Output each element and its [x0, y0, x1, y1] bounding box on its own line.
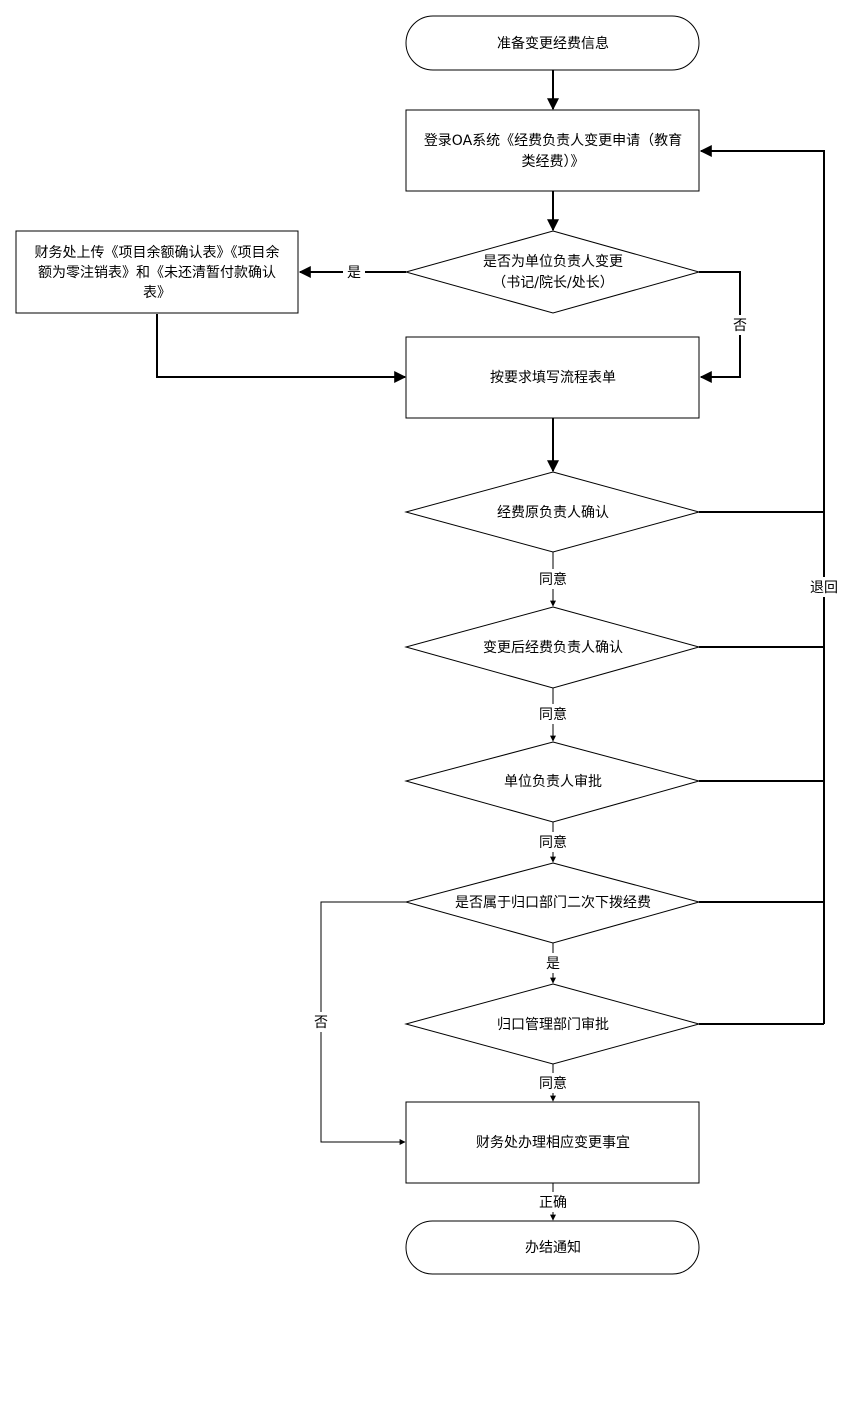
start-node: 准备变更经费信息 — [405, 15, 700, 71]
edge-label-agree-3: 同意 — [539, 834, 567, 851]
decision-unit-leader-change-label-1: 是否为单位负责人变更 — [483, 254, 623, 270]
fill-form-step: 按要求填写流程表单 — [405, 336, 700, 419]
edge-q-secondary-no-finance — [320, 901, 406, 1145]
edge-label-yes-dept: 是 — [546, 956, 560, 972]
decision-unit-leader-approve: 单位负责人审批 — [404, 741, 701, 823]
finance-handle-step-label: 财务处办理相应变更事宜 — [476, 1134, 630, 1151]
edge-label-no-fill: 否 — [733, 318, 747, 334]
finance-upload-step: 财务处上传《项目余额确认表》《项目余 额为零注销表》和《未还清暂付款确认 表》 — [15, 230, 299, 314]
decision-new-owner-confirm: 变更后经费负责人确认 — [404, 606, 701, 689]
start-node-label: 准备变更经费信息 — [497, 35, 609, 52]
edge-label-agree-2: 同意 — [539, 706, 567, 723]
decision-dept-approve: 归口管理部门审批 — [404, 983, 701, 1065]
decision-unit-leader-change: 是否为单位负责人变更 （书记/院长/处长） — [404, 230, 701, 314]
finance-handle-step: 财务处办理相应变更事宜 — [405, 1101, 700, 1184]
fill-form-step-label: 按要求填写流程表单 — [490, 370, 616, 386]
edge-label-return: 退回 — [810, 580, 838, 596]
decision-original-owner-confirm: 经费原负责人确认 — [404, 471, 701, 553]
finance-upload-step-label-2: 额为零注销表》和《未还清暂付款确认 — [38, 265, 276, 281]
finance-upload-step-label-3: 表》 — [143, 285, 171, 301]
decision-new-owner-confirm-label: 变更后经费负责人确认 — [483, 640, 623, 656]
edge-return-trunk — [699, 145, 825, 1024]
edge-upload-to-fill — [156, 314, 407, 383]
decision-secondary-allocation: 是否属于归口部门二次下拨经费 — [404, 862, 701, 944]
login-oa-step: 登录OA系统《经费负责人变更申请（教育 类经费）》 — [405, 109, 700, 192]
edge-label-yes-upload: 是 — [347, 265, 361, 281]
login-oa-step-label-1: 登录OA系统《经费负责人变更申请（教育 — [424, 133, 682, 149]
login-oa-step-label-2: 类经费）》 — [522, 154, 585, 170]
decision-unit-leader-change-label-2: （书记/院长/处长） — [492, 275, 613, 291]
end-node: 办结通知 — [405, 1220, 700, 1275]
finance-upload-step-label-1: 财务处上传《项目余额确认表》《项目余 — [35, 244, 280, 261]
edge-label-agree-1: 同意 — [539, 571, 567, 588]
edge-label-correct: 正确 — [539, 1195, 567, 1211]
end-node-label: 办结通知 — [525, 1239, 581, 1256]
decision-secondary-allocation-label: 是否属于归口部门二次下拨经费 — [455, 894, 651, 911]
decision-dept-approve-label: 归口管理部门审批 — [497, 1016, 609, 1033]
edge-label-agree-4: 同意 — [539, 1075, 567, 1092]
edge-label-no-finance: 否 — [314, 1015, 328, 1031]
edge-labels: 是 否 退回 同意 同意 同意 是 否 同意 正确 — [311, 262, 842, 1212]
decision-original-owner-confirm-label: 经费原负责人确认 — [497, 505, 609, 521]
decision-unit-leader-approve-label: 单位负责人审批 — [504, 774, 602, 790]
